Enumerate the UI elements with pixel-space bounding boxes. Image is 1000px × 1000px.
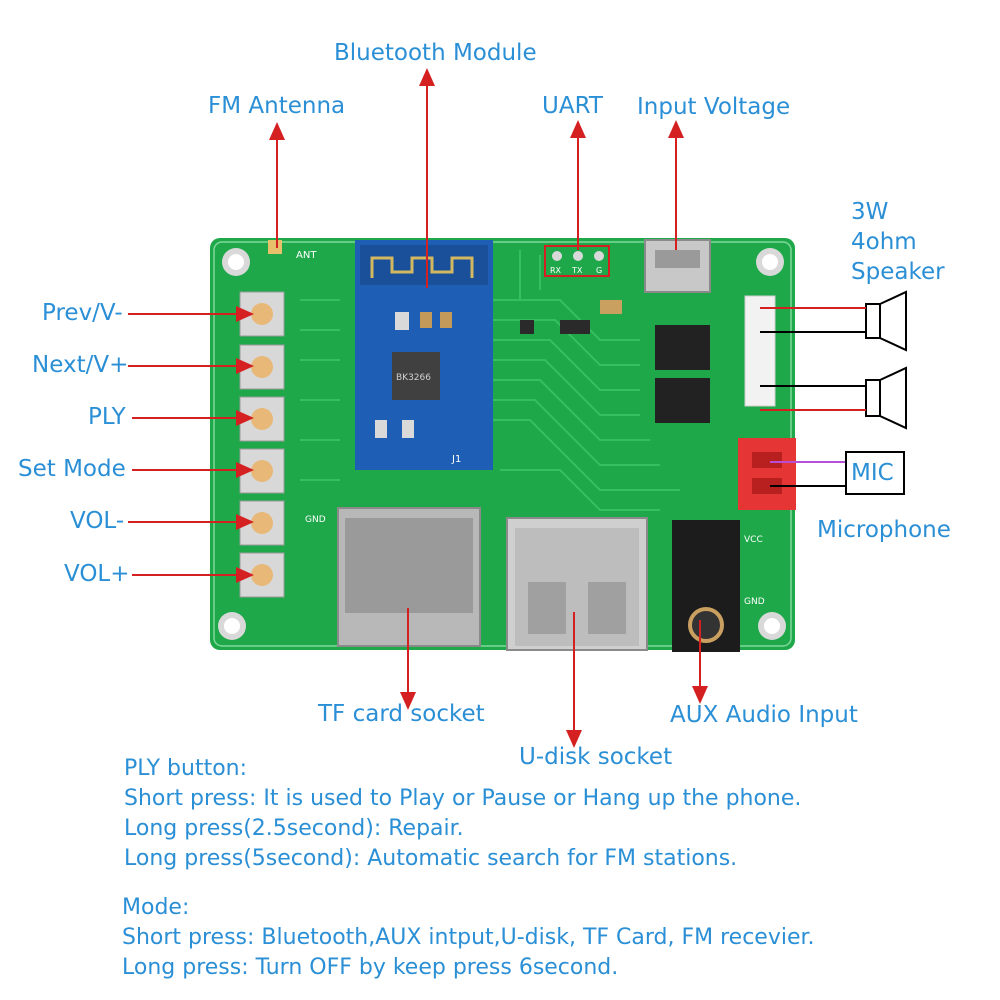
label-prev: Prev/V- — [42, 300, 123, 326]
svg-text:BK3266: BK3266 — [396, 373, 431, 383]
label-aux: AUX Audio Input — [670, 702, 858, 728]
label-mic: MIC — [851, 460, 894, 486]
label-uart: UART — [542, 93, 603, 119]
ply-notes: PLY button: Short press: It is used to P… — [124, 754, 801, 874]
bluetooth-module: BK3266 J1 — [355, 240, 493, 470]
svg-text:VCC: VCC — [744, 535, 763, 545]
mode-notes: Mode: Short press: Bluetooth,AUX intput,… — [122, 893, 815, 983]
top-callout-arrows — [269, 68, 684, 288]
label-speaker-power: 3W — [851, 199, 889, 225]
aux-jack: VCC GND — [672, 520, 765, 652]
mode-notes-line: Short press: Bluetooth,AUX intput,U-disk… — [122, 925, 815, 950]
label-fm-antenna: FM Antenna — [208, 93, 346, 119]
speaker-icon — [865, 290, 907, 352]
svg-text:GND: GND — [744, 597, 765, 607]
label-next: Next/V+ — [32, 352, 129, 378]
left-callout-arrows — [128, 306, 254, 583]
label-vol-plus: VOL+ — [64, 561, 130, 587]
speaker-wires — [760, 307, 866, 411]
label-set-mode: Set Mode — [18, 456, 126, 482]
amp-chip-2 — [655, 378, 710, 423]
svg-text:TX: TX — [571, 266, 583, 275]
mode-notes-line: Long press: Turn OFF by keep press 6seco… — [122, 955, 619, 980]
label-speaker: Speaker — [851, 259, 945, 285]
label-ply: PLY — [88, 404, 126, 430]
label-bluetooth-module: Bluetooth Module — [334, 40, 537, 66]
speaker-icon — [865, 366, 907, 430]
usb-a-socket — [506, 517, 648, 651]
ply-notes-line: Short press: It is used to Play or Pause… — [124, 786, 802, 811]
label-tf-card: TF card socket — [318, 701, 485, 727]
mic-box — [845, 451, 905, 495]
svg-text:RX: RX — [550, 266, 562, 275]
tf-card-socket: GND — [305, 507, 481, 647]
label-u-disk: U-disk socket — [519, 744, 673, 770]
svg-text:G: G — [596, 266, 602, 275]
svg-text:GND: GND — [305, 515, 326, 525]
ply-notes-title: PLY button: — [124, 756, 248, 781]
ply-notes-line: Long press(5second): Automatic search fo… — [124, 846, 738, 871]
label-vol-minus: VOL- — [70, 508, 125, 534]
amp-chip-1 — [655, 325, 710, 370]
speaker-connector — [744, 295, 776, 407]
svg-text:J1: J1 — [451, 454, 461, 465]
label-microphone: Microphone — [817, 517, 951, 543]
mic-connector — [738, 438, 796, 510]
label-input-voltage: Input Voltage — [637, 94, 791, 120]
mode-notes-title: Mode: — [122, 895, 190, 920]
svg-text:ANT: ANT — [296, 250, 317, 261]
label-speaker-impedance: 4ohm — [851, 229, 917, 255]
ply-notes-line: Long press(2.5second): Repair. — [124, 816, 464, 841]
bottom-callout-arrows — [400, 608, 708, 748]
